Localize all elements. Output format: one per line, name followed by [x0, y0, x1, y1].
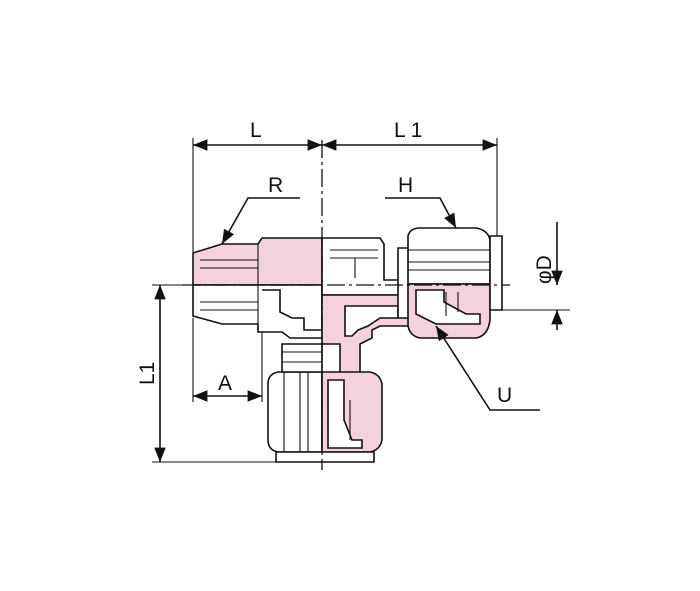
right-nut-upper — [407, 227, 491, 285]
right-nut-assembly — [397, 227, 503, 339]
label-L: L — [250, 119, 262, 142]
label-U: U — [497, 384, 512, 407]
right-nut-bore — [415, 289, 481, 325]
bottom-pipe-end — [275, 451, 375, 463]
dimension-L1-top — [322, 138, 498, 236]
dimension-phiD — [500, 222, 570, 330]
dimension-L — [192, 138, 322, 252]
dimension-A — [192, 318, 263, 402]
male-thread-section — [192, 237, 323, 339]
label-R: R — [268, 174, 283, 197]
dimension-L1-side — [152, 284, 276, 463]
label-H: H — [398, 174, 413, 197]
right-pipe-end — [489, 235, 503, 311]
bottom-nut-left-half — [267, 371, 323, 453]
label-A: A — [218, 372, 232, 395]
thread-hatching — [200, 244, 259, 332]
label-L1-top: L 1 — [394, 119, 422, 142]
leader-R — [221, 197, 300, 245]
label-L1-side: L1 — [136, 362, 159, 385]
bottom-neck — [281, 343, 323, 373]
hex-body-lower — [262, 289, 322, 331]
bottom-nut-bore — [327, 379, 363, 449]
body-upper-block — [321, 237, 405, 296]
label-phiD: φD — [533, 255, 556, 284]
leader-H — [385, 197, 457, 229]
leader-U — [435, 325, 540, 411]
bottom-nut-assembly — [267, 343, 383, 463]
